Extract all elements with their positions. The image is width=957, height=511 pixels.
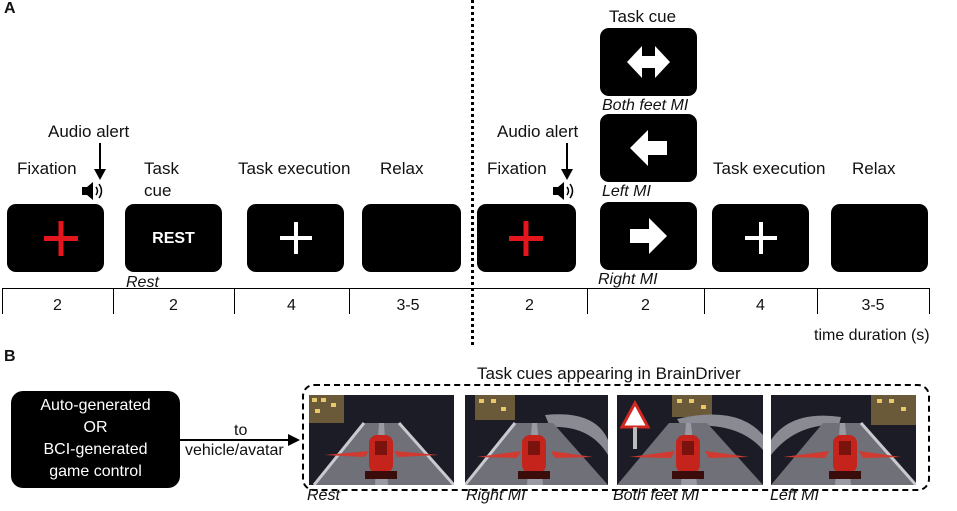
scene-left-mi-image [771,395,916,485]
relax-label-left: Relax [380,159,424,178]
double-arrow-icon [627,46,670,78]
time-axis-line [2,288,930,289]
time-tick [2,288,3,314]
duration-label: 2 [525,297,534,314]
speaker-icon-left [82,182,103,200]
scene-rest-image [309,395,454,485]
fixation-label-right: Fixation [487,159,547,178]
task-execution-screen-right [712,204,809,272]
control-box-line: BCI-generated [43,441,148,458]
panel-a-letter: A [4,0,16,17]
white-cross-icon [280,222,312,254]
rest-screen-text: REST [152,230,195,247]
left-mi-caption: Left MI [602,183,651,200]
audio-alert-label-left: Audio alert [48,122,130,141]
relax-label-right: Relax [852,159,896,178]
braindriver-cues-title: Task cues appearing in BrainDriver [474,364,744,384]
rest-cue-screen: REST [125,204,222,272]
scene-caption-rest: Rest [307,487,340,504]
time-tick [113,288,114,314]
audio-alert-arrow-left [94,143,106,180]
time-axis-label: time duration (s) [814,327,930,344]
left-arrow-icon [630,130,667,166]
duration-label: 2 [53,297,62,314]
both-feet-caption: Both feet MI [602,97,689,114]
time-tick [817,288,818,314]
time-tick [587,288,588,314]
task-cue-label-line1-left: Task [144,159,179,178]
arrow-label-vehicle: vehicle/avatar [185,442,284,459]
rest-caption: Rest [126,274,159,291]
left-cue-screen [600,114,697,182]
audio-alert-label-right: Audio alert [497,122,579,141]
scene-right-mi-image [465,395,608,485]
to-vehicle-arrow [180,434,300,446]
scene-caption-both-feet-mi: Both feet MI [613,487,700,504]
braindriver-cues-frame [302,384,930,491]
speaker-icon-right [553,182,574,200]
control-box-line: game control [49,463,142,480]
time-tick [704,288,705,314]
red-cross-icon [44,221,78,256]
duration-label: 3-5 [861,297,885,314]
game-control-box: Auto-generated OR BCI-generated game con… [11,391,180,488]
panel-b-letter: B [4,348,16,365]
control-box-line: OR [83,419,108,436]
right-cue-screen [600,202,697,270]
duration-label: 4 [756,297,765,314]
control-box-line: Auto-generated [40,397,151,414]
duration-label: 3-5 [396,297,420,314]
both-feet-cue-screen [600,28,697,96]
task-cue-label-right: Task cue [609,7,677,26]
relax-screen-left [362,204,461,272]
relax-screen-right [831,204,928,272]
audio-alert-arrow-right [561,143,573,180]
block-separator [471,0,474,345]
duration-label: 4 [287,297,296,314]
duration-label: 2 [169,297,178,314]
time-tick [929,288,930,314]
duration-label: 2 [641,297,650,314]
scene-both-feet-mi-image [617,395,763,485]
task-execution-label-left: Task execution [238,159,351,178]
task-execution-label-right: Task execution [713,159,826,178]
time-tick [349,288,350,314]
scene-caption-right-mi: Right MI [466,487,526,504]
red-cross-icon [509,221,543,256]
right-arrow-icon [630,218,667,254]
fixation-screen-right [477,204,576,272]
fixation-label-left: Fixation [17,159,77,178]
arrow-label-to: to [234,422,248,439]
time-tick [234,288,235,314]
task-execution-screen-left [247,204,344,272]
task-cue-label-line2-left: cue [144,181,172,200]
right-mi-caption: Right MI [598,271,658,288]
white-cross-icon [745,222,777,254]
scene-caption-left-mi: Left MI [770,487,819,504]
fixation-screen-left [7,204,104,272]
